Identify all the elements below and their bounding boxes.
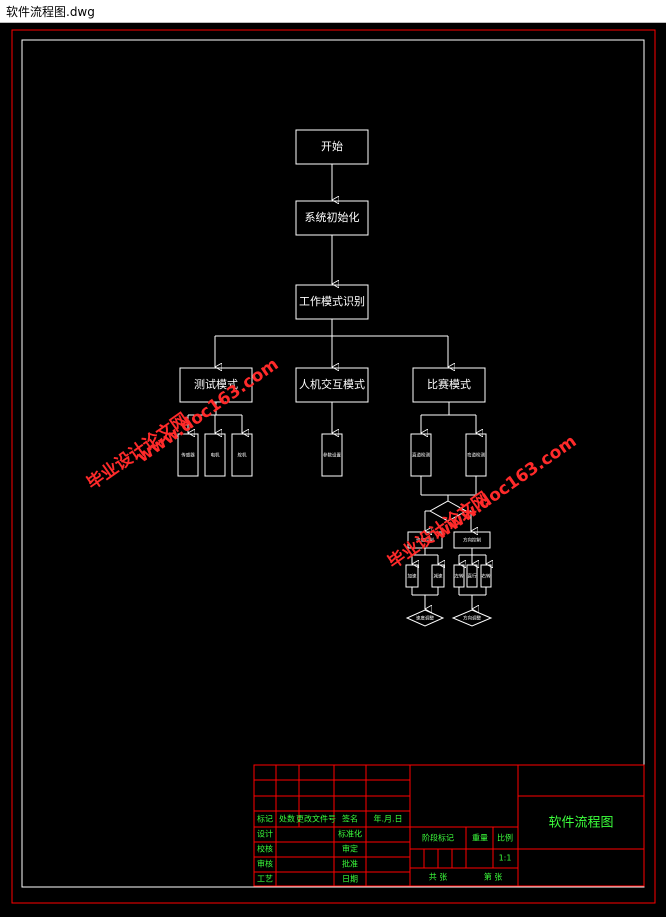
tb-design: 设计 [257, 829, 273, 839]
title-block: 标记 处数 更改文件号 签名 年.月.日 设计 校核 审核 工艺 标准化 审定 … [253, 764, 645, 887]
tb-header-count: 处数 [279, 814, 295, 824]
test-sub-2[interactable] [204, 433, 226, 477]
tb-header-change: 更改文件号 [296, 814, 336, 824]
tb-header-mark: 标记 [257, 814, 273, 824]
tb-weight: 重量 [472, 833, 488, 843]
test-mode-label: 测试模式 [194, 378, 238, 391]
leaf-b-3-label: 右转 [482, 573, 491, 580]
test-sub-1-label: 传感器 [181, 452, 195, 459]
watermark-4: www.doc163.com [431, 431, 580, 544]
test-sub-3-label: 舵机 [238, 452, 247, 459]
leaf-b-1-label: 左转 [455, 573, 464, 580]
compete-mode-label: 比赛模式 [427, 377, 471, 391]
compete-sub-1-label: 直道检测 [412, 452, 430, 459]
hmi-mode-label: 人机交互模式 [299, 377, 365, 391]
leaf-a-1-label: 加速 [408, 573, 417, 580]
end-b-label: 方向调整 [463, 615, 481, 622]
leaf-a-2-label: 减速 [434, 573, 443, 580]
tb-scale: 比例 [497, 833, 513, 843]
start-label: 开始 [321, 139, 343, 153]
sheet-outer-border [11, 29, 656, 904]
tb-approve: 审定 [342, 844, 358, 854]
watermark-2-line2: www.doc163.com [133, 354, 282, 467]
watermark-4-line2: www.doc163.com [431, 431, 580, 544]
drawing-title: 软件流程图 [548, 816, 613, 831]
mode-detect-label: 工作模式识别 [299, 295, 365, 308]
init-label: 系统初始化 [305, 210, 360, 224]
direction-control-label: 方向控制 [463, 537, 481, 544]
end-a-label: 速度调整 [416, 615, 434, 622]
leaf-b-2[interactable] [466, 564, 478, 588]
decision-diamond [428, 500, 468, 522]
end-a-diamond [405, 609, 445, 627]
test-sub-2-label: 电机 [211, 452, 220, 459]
tb-review: 审核 [257, 859, 273, 869]
watermark-2: www.doc163.com [133, 354, 282, 467]
speed-control-label: 速度控制 [416, 537, 434, 544]
compete-sub-2-label: 弯道检测 [467, 452, 485, 459]
tb-header-sign: 签名 [342, 814, 358, 824]
tb-ratify: 批准 [342, 859, 358, 869]
tb-date: 日期 [342, 875, 358, 884]
test-sub-3[interactable] [231, 433, 253, 477]
tb-header-date: 年.月.日 [373, 814, 402, 824]
leaf-b-2-label: 直行 [468, 573, 477, 580]
tb-sheet-total: 共 张 [429, 873, 448, 882]
sheet-inner-border [21, 39, 645, 888]
tb-check: 校核 [257, 844, 273, 854]
flowchart: 开始 系统初始化 工作模式识别 测试模式 人机交互模式 比赛模式 传感器 电机 … [177, 129, 493, 627]
window-titlebar: 软件流程图.dwg [0, 0, 666, 23]
hmi-sub[interactable] [321, 433, 343, 477]
tb-process: 工艺 [257, 875, 273, 884]
tb-stage: 阶段标记 [422, 833, 454, 843]
cad-drawing-canvas[interactable]: 开始 系统初始化 工作模式识别 测试模式 人机交互模式 比赛模式 传感器 电机 … [0, 23, 666, 913]
hmi-sub-label: 参数设置 [323, 452, 341, 459]
tb-scale-value: 1:1 [499, 854, 512, 863]
tb-standard: 标准化 [338, 829, 362, 839]
window-title: 软件流程图.dwg [6, 5, 95, 19]
tb-sheet: 第 张 [484, 872, 503, 882]
test-sub-1[interactable] [177, 433, 199, 477]
end-b-diamond [451, 609, 493, 627]
